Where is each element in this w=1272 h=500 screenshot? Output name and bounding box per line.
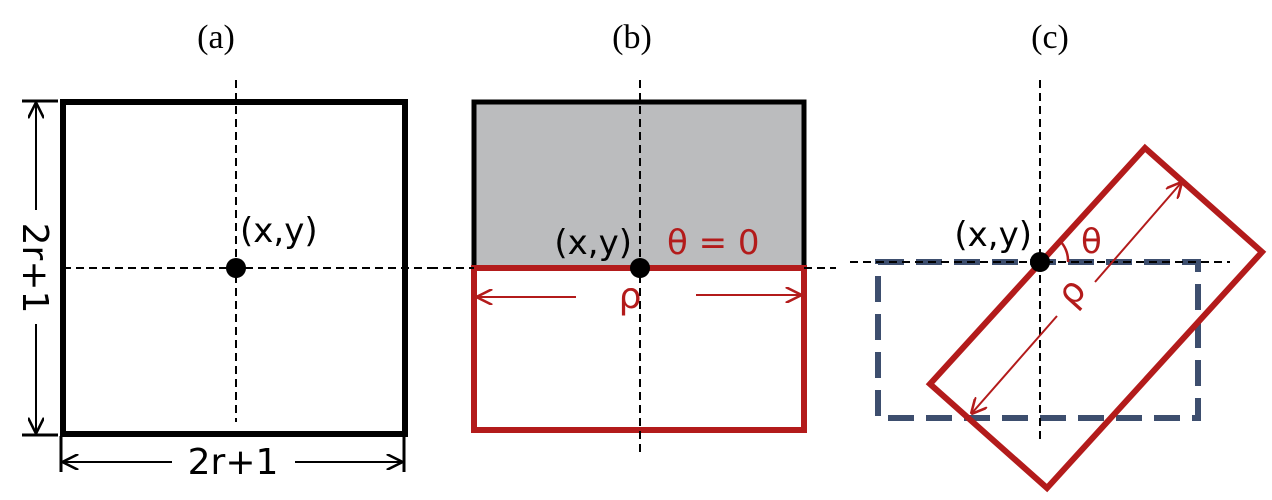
panel-b: (b) (x,y) θ = 0 ρ xyxy=(430,19,836,456)
center-point-label: (x,y) xyxy=(954,215,1032,255)
height-label: 2r+1 xyxy=(14,223,55,314)
panel-a: (a) (x,y) 2r+1 2r+1 xyxy=(14,19,432,483)
rho-arrow-lower xyxy=(972,315,1058,413)
center-point xyxy=(226,258,246,278)
theta-label: θ xyxy=(1081,222,1102,262)
center-point xyxy=(630,258,650,278)
rho-label: ρ xyxy=(1049,270,1095,314)
rotated-red-rectangle xyxy=(925,143,1267,493)
panel-a-label: (a) xyxy=(197,19,235,56)
rho-arrow-upper xyxy=(1094,183,1181,283)
theta-zero-label: θ = 0 xyxy=(667,223,760,263)
width-label: 2r+1 xyxy=(188,442,279,483)
theta-arc xyxy=(1058,239,1070,263)
panel-c-label: (c) xyxy=(1031,19,1069,56)
panel-b-label: (b) xyxy=(612,19,652,56)
rho-label: ρ xyxy=(619,276,642,317)
center-point xyxy=(1030,252,1050,272)
center-point-label: (x,y) xyxy=(240,211,318,251)
center-point-label: (x,y) xyxy=(554,223,632,263)
dashed-reference-rectangle xyxy=(875,259,1201,421)
panel-c: (c) (x,y) θ ρ xyxy=(850,19,1267,493)
